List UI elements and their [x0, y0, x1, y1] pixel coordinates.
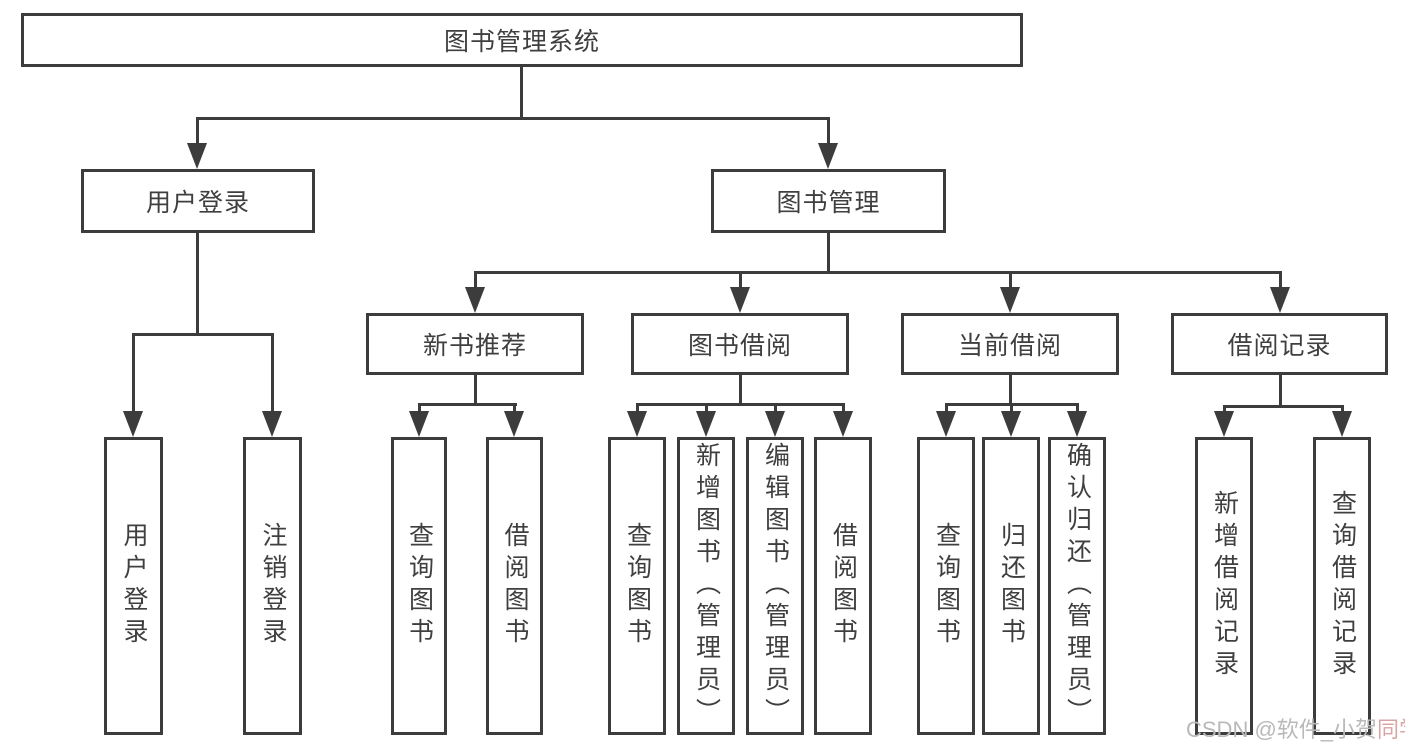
arrowhead-cur-confirm-return [1067, 411, 1087, 437]
connector-records-bus [1223, 405, 1344, 408]
arrowhead-rec-add-record [1214, 411, 1234, 437]
connector-borrow-drop-4 [842, 403, 845, 417]
leaf-current-confirm-return-admin: 确认归还（管理员） [1048, 437, 1106, 735]
connector-bookmgmt-drop-1 [474, 271, 477, 295]
connector-newbook-drop-2 [513, 403, 516, 417]
connector-bookmgmt-stub [827, 233, 830, 274]
leaf-current-query-books: 查询图书 [917, 437, 975, 735]
watermark-text-accent: 同学 [1377, 717, 1405, 742]
arrowhead-nb-borrow-books [504, 411, 524, 437]
leaf-bookborrow-edit-books-admin: 编辑图书（管理员） [746, 437, 804, 735]
connector-userlogin-drop-1 [132, 333, 135, 418]
connector-current-drop-3 [1076, 403, 1079, 417]
connector-bookmgmt-bus [474, 271, 1282, 274]
leaf-bookborrow-borrow-books: 借阅图书 [814, 437, 872, 735]
leaf-logout: 注销登录 [243, 437, 302, 735]
connector-current-drop-1 [945, 403, 948, 417]
leaf-current-return-books: 归还图书 [982, 437, 1040, 735]
arrowhead-rec-query-record [1332, 411, 1352, 437]
arrowhead-leaf-logout [262, 411, 282, 437]
leaf-bookborrow-add-books-admin: 新增图书（管理员） [677, 437, 735, 735]
node-new-book-recommend: 新书推荐 [366, 313, 584, 375]
connector-bookmgmt-drop-3 [1009, 271, 1012, 295]
connector-borrow-drop-3 [774, 403, 777, 417]
arrowhead-bw-edit-books [765, 411, 785, 437]
node-current-borrow: 当前借阅 [901, 313, 1119, 375]
csdn-watermark: CSDN @软件_小贺同学 [1186, 712, 1405, 744]
node-book-management: 图书管理 [711, 169, 946, 233]
arrowhead-cur-return-books [1001, 411, 1021, 437]
watermark-text: CSDN @软件_小贺 [1186, 717, 1378, 742]
connector-borrow-drop-1 [636, 403, 639, 417]
arrowhead-borrow-records [1270, 287, 1290, 313]
leaf-user-login: 用户登录 [104, 437, 163, 735]
arrowhead-nb-query-books [409, 411, 429, 437]
leaf-newbook-borrow-books: 借阅图书 [486, 437, 543, 735]
arrowhead-cur-query-books [936, 411, 956, 437]
connector-newbook-bus [418, 403, 517, 406]
arrowhead-book-borrow [730, 287, 750, 313]
connector-newbook-stub [474, 375, 477, 406]
arrowhead-book-management [818, 143, 838, 169]
connector-bookmgmt-drop-2 [739, 271, 742, 295]
leaf-records-add-borrow-record: 新增借阅记录 [1195, 437, 1253, 735]
connector-borrow-bus [636, 403, 845, 406]
leaf-bookborrow-query-books: 查询图书 [608, 437, 666, 735]
connector-root-bus [197, 117, 830, 120]
node-root: 图书管理系统 [21, 13, 1023, 67]
arrowhead-bw-add-books [696, 411, 716, 437]
node-borrow-records: 借阅记录 [1171, 313, 1388, 375]
connector-root-drop-left [196, 117, 199, 151]
connector-current-stub [1009, 375, 1012, 406]
connector-bookmgmt-drop-4 [1279, 271, 1282, 295]
arrowhead-current-borrow [1000, 287, 1020, 313]
arrowhead-bw-borrow-books [833, 411, 853, 437]
connector-newbook-drop-1 [418, 403, 421, 417]
leaf-newbook-query-books: 查询图书 [391, 437, 447, 735]
node-user-login: 用户登录 [81, 169, 315, 233]
connector-userlogin-stub [196, 233, 199, 336]
arrowhead-user-login [187, 143, 207, 169]
connector-borrow-stub [739, 375, 742, 406]
connector-userlogin-drop-2 [271, 333, 274, 418]
connector-records-stub [1279, 375, 1282, 408]
connector-root-stub [520, 66, 523, 119]
node-book-borrow: 图书借阅 [631, 313, 849, 375]
leaf-records-query-borrow-record: 查询借阅记录 [1313, 437, 1371, 735]
arrowhead-bw-query-books [627, 411, 647, 437]
connector-current-drop-2 [1010, 403, 1013, 417]
arrowhead-leaf-user-login [123, 411, 143, 437]
arrowhead-new-book-recommend [465, 287, 485, 313]
connector-root-drop-right [827, 117, 830, 151]
connector-borrow-drop-2 [705, 403, 708, 417]
connector-userlogin-bus [132, 333, 274, 336]
